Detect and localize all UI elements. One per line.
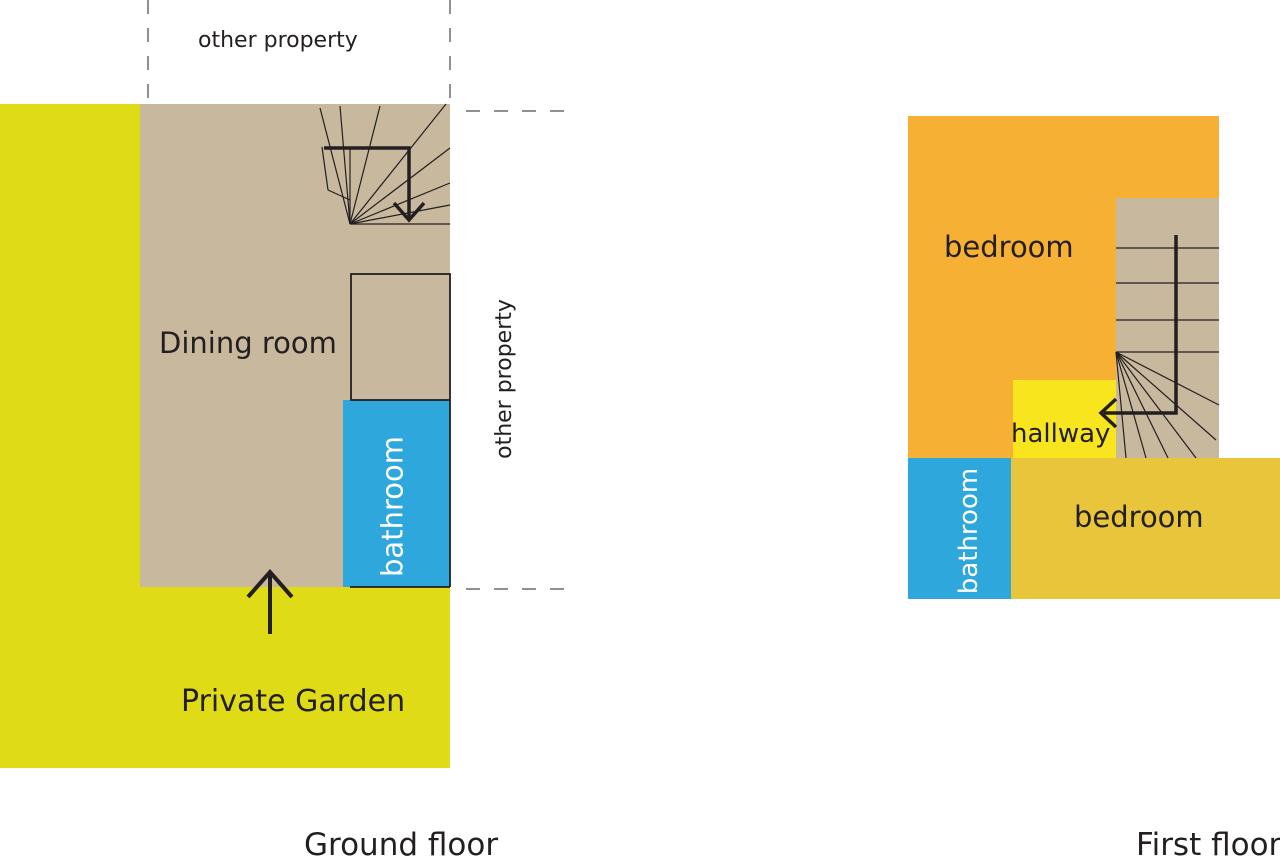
first-floor-bathroom-area: [908, 458, 1011, 599]
other-property-top-label: other property: [198, 28, 358, 53]
entrance-arrow: [246, 568, 294, 634]
dining-room-label: Dining room: [159, 326, 337, 360]
private-garden-label: Private Garden: [181, 684, 406, 719]
ground-bathroom-label: bathroom: [375, 436, 410, 577]
ground-stairs-arrow: [324, 146, 426, 223]
first-floor-stairs: [1115, 247, 1220, 459]
first-floor-linework: [1098, 235, 1220, 459]
storage-cupboard: [350, 273, 451, 401]
first-floor-caption: First floor: [1136, 827, 1280, 863]
hallway-area: [1013, 380, 1116, 458]
first-floor-bathroom-label: bathroom: [954, 467, 984, 595]
ground-floor-caption: Ground floor: [304, 827, 499, 863]
bedroom-2-area: [1011, 458, 1280, 599]
first-floor-stairs-arrow: [1098, 235, 1178, 429]
bedroom-2-label: bedroom: [1074, 500, 1204, 534]
ground-stairs: [319, 103, 451, 225]
ground-floor-linework: [147, 0, 570, 634]
ground-bathroom-area: [343, 400, 450, 587]
bedroom-1-label: bedroom: [944, 230, 1074, 264]
hallway-label: hallway: [1011, 419, 1111, 449]
other-property-side-label: other property: [492, 299, 517, 459]
